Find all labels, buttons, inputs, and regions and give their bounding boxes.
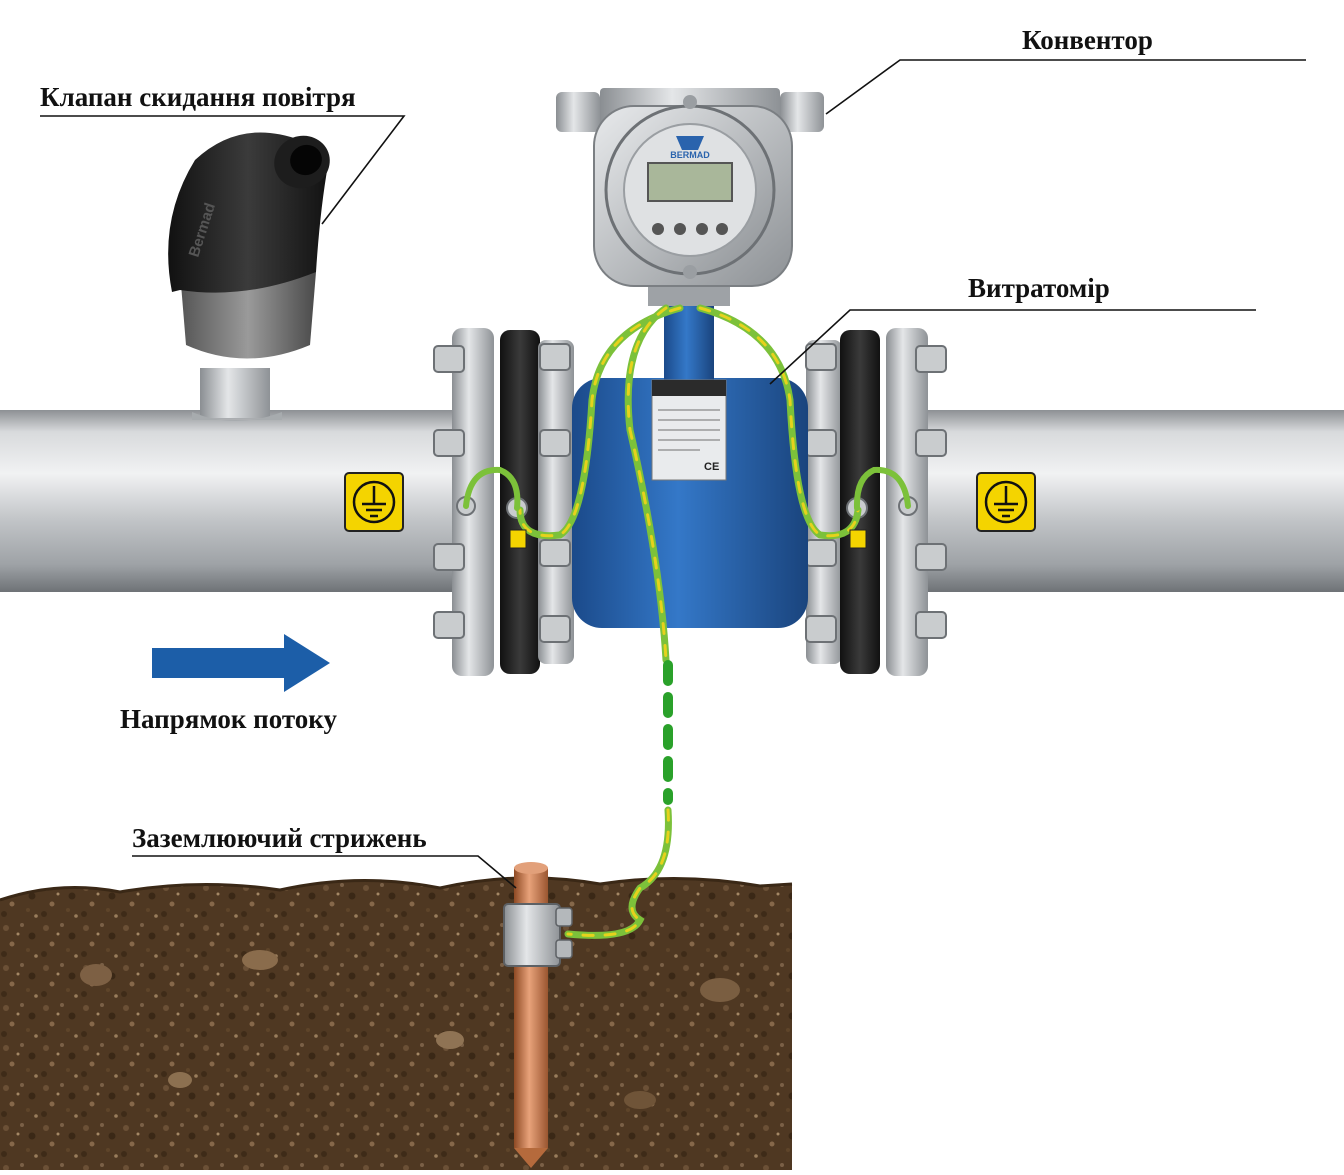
ground-rod-label: Заземлюючий стрижень <box>132 823 427 853</box>
flow-arrow-icon <box>152 634 330 692</box>
converter: BERMAD <box>556 88 824 306</box>
air-valve-label: Клапан скидання повітря <box>40 82 356 112</box>
ground-symbol-icon <box>344 472 404 532</box>
soil-ground <box>0 876 793 1170</box>
right-flange <box>806 328 928 676</box>
ground-wires <box>463 304 911 939</box>
leader-lines <box>40 59 1306 889</box>
air-valve: Bermad <box>168 132 330 421</box>
converter-brand-text: BERMAD <box>670 150 710 160</box>
flowmeter-label: Витратомір <box>968 273 1110 303</box>
converter-label: Конвентор <box>1022 25 1153 55</box>
ground-rod <box>503 862 573 1168</box>
flange-bolts <box>433 343 947 643</box>
ce-mark: CE <box>704 461 719 473</box>
flow-direction-label: Напрямок потоку <box>120 704 337 734</box>
flange-ground-tags <box>509 529 867 549</box>
flowmeter-body: CE <box>572 296 808 628</box>
bermad-logo-icon <box>676 136 704 150</box>
ground-symbol-icon <box>976 472 1036 532</box>
